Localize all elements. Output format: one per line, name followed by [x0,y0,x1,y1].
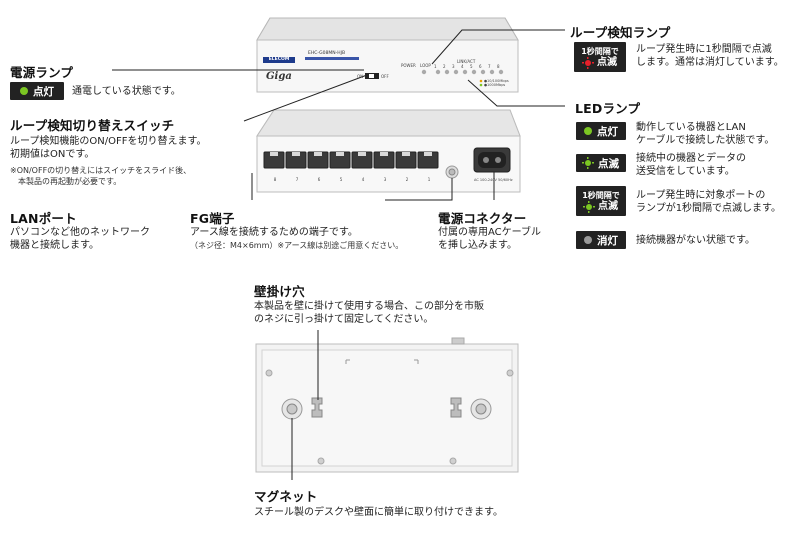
brand-label-plate [263,57,295,63]
led-lamp-desc-blink: 接続中の機器とデータの 送受信をしています。 [636,153,746,177]
device-model: EHC-G08MN-HJB [308,51,346,56]
device-switch-off: OFF [381,74,389,79]
front-leds [421,69,504,87]
led-lamp-badge-blink: 点滅 [576,154,626,172]
gray-led-icon [584,236,592,244]
device-ac-label: AC 100-240V 50/60Hz [474,178,513,182]
power-connector-title: 電源コネクター [438,211,527,226]
wall-hole-left [311,397,323,418]
led-lamp-title: LEDランプ [575,101,641,116]
device-led-legend: ●10/100Mbps ●1000Mbps [484,79,509,87]
device-rear-view [256,109,521,193]
lan-port-title: LANポート [10,211,77,226]
green-blink-icon [582,157,594,169]
magnet-title: マグネット [254,489,318,504]
device-series-logo: Giga [266,71,292,82]
wall-hole-right [450,397,462,418]
led-lamp-badge-loop: 1秒間隔で 点滅 [576,186,626,216]
device-power-label: POWER [401,63,416,68]
lan-port-desc: パソコンなど他のネットワーク 機器と接続します。 [10,227,150,251]
loop-lamp-desc: ループ発生時に1秒間隔で点滅 します。通常は消灯しています。 [636,44,784,68]
loop-switch-desc: ループ検知機能のON/OFFを切り替えます。 初期値はONです。 [10,136,207,160]
led-lamp-badge-off: 消灯 [576,231,626,249]
device-led-numbers: 1 2 3 4 5 6 7 8 [434,64,500,69]
fg-terminal-note: （ネジ径：M4×6mm）※アース線は別途ご用意ください。 [190,241,404,250]
device-front-view [256,17,519,93]
magnet-right [470,398,492,420]
magnet-desc: スチール製のデスクや壁面に簡単に取り付けできます。 [254,507,503,518]
loop-lamp-badge: 1秒間隔で 点滅 [574,42,626,72]
power-lamp-badge: 点灯 [10,82,64,100]
led-lamp-desc-off: 接続機器がない状態です。 [636,235,755,246]
red-blink-icon [582,56,594,69]
green-led-icon [20,87,28,95]
fg-terminal-desc: アース線を接続するための端子です。 [190,227,358,238]
wall-hole-desc: 本製品を壁に掛けて使用する場合、この部分を市販 のネジに引っ掛けて固定してくださ… [254,301,484,325]
ac-inlet [473,147,511,173]
wall-hole-title: 壁掛け穴 [254,284,305,299]
device-loop-label: LOOP [420,63,431,68]
power-lamp-title: 電源ランプ [10,65,74,80]
led-lamp-badge-on: 点灯 [576,122,626,140]
led-lamp-desc-on: 動作している機器とLAN ケーブルで接続した状態です。 [636,122,775,146]
power-lamp-desc: 通電している状態です。 [72,86,181,97]
magnet-left [281,398,303,420]
loop-switch-title: ループ検知切り替えスイッチ [10,118,175,133]
green-led-icon [584,127,592,135]
device-brand: ELECOM [268,57,290,62]
loop-switch-note: ※ON/OFFの切り替えにはスイッチをスライド後、 本製品の再起動が必要です。 [10,166,192,186]
callout-lines [112,29,565,480]
power-connector-desc: 付属の専用ACケーブル を挿し込みます。 [438,227,542,251]
green-blink-icon [583,200,595,213]
device-bottom-view [255,337,519,473]
device-switch-on: ON [357,74,364,79]
led-lamp-desc-loop: ループ発生時に対象ポートの ランプが1秒間隔で点滅します。 [636,190,782,214]
device-port-numbers: 8 7 6 5 4 3 2 1 [273,177,431,182]
fg-terminal-title: FG端子 [190,211,235,226]
fg-terminal-screw [445,165,459,179]
device-link-label: LINK/ACT [457,59,476,64]
loop-lamp-title: ループ検知ランプ [570,25,671,40]
